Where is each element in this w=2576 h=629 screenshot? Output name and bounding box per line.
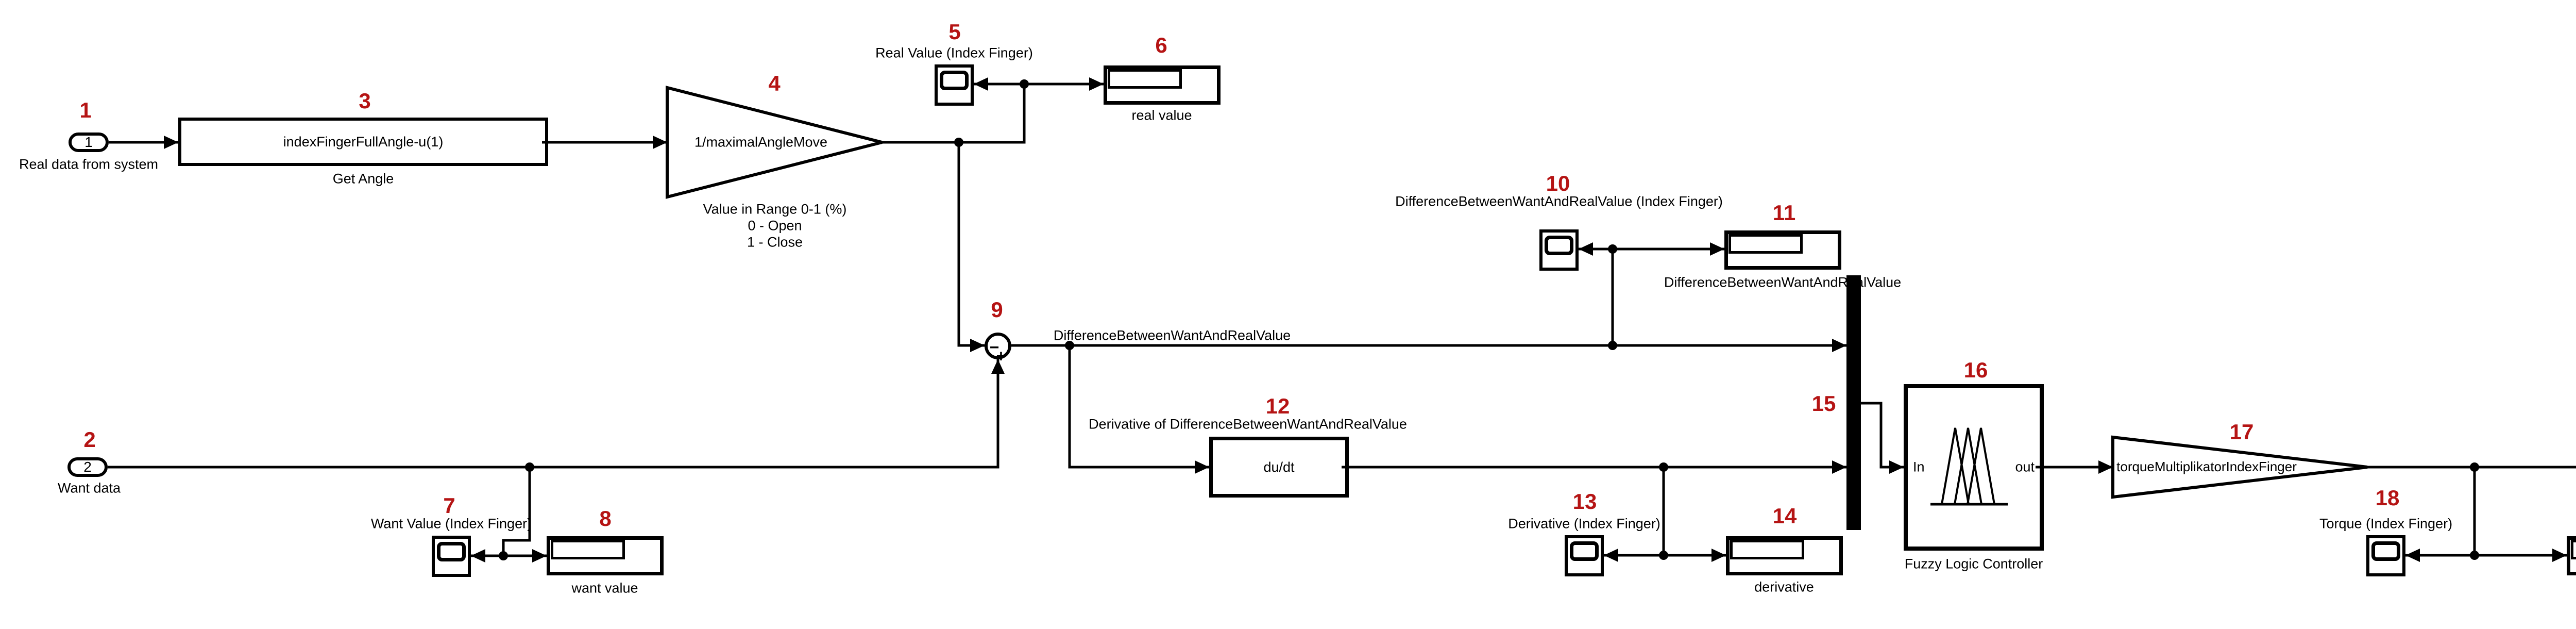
fcn-block-get-angle-caption: Get Angle (332, 171, 394, 187)
derivative-block-caption: Derivative of DifferenceBetweenWantAndRe… (1089, 416, 1407, 432)
scope-want-value-caption: Want Value (Index Finger) (370, 516, 532, 532)
wire-diff-to-dudt (1068, 345, 1209, 474)
wire-want-tap (502, 467, 531, 556)
display-value-field (1728, 234, 1803, 254)
derivative-block-label: du/dt (1263, 459, 1295, 475)
scope-torque-caption: Torque (Index Finger) (2319, 516, 2453, 532)
scope-difference[interactable] (1539, 229, 1579, 271)
fcn-block-get-angle-label: indexFingerFullAngle-u(1) (283, 134, 444, 150)
annotation-number-7: 7 (443, 493, 455, 518)
inport-want-data[interactable]: 2 (67, 457, 108, 477)
annotation-number-4: 4 (768, 71, 781, 95)
scope-real-value-caption: Real Value (Index Finger) (875, 45, 1033, 61)
display-difference-caption: DifferenceBetweenWantAndRealValue (1664, 274, 1902, 290)
annotation-number-9: 9 (991, 297, 1003, 322)
derivative-block[interactable]: du/dt (1209, 437, 1349, 498)
scope-real-value[interactable] (935, 64, 974, 106)
sum-block[interactable]: − + (985, 333, 1011, 366)
gain-normalize-caption-2: 0 - Open (748, 218, 802, 234)
scope-icon (1570, 541, 1599, 561)
gain-normalize-caption-3: 1 - Close (747, 234, 803, 250)
fuzzy-logic-controller-caption: Fuzzy Logic Controller (1904, 556, 2043, 572)
wire-real-to-sum (957, 142, 985, 352)
annotation-number-2: 2 (83, 427, 96, 452)
junction-dots (499, 79, 2479, 560)
scope-icon (1545, 236, 1573, 255)
annotation-number-15: 15 (1811, 391, 1836, 416)
gain-normalize-label: 1/maximalAngleMove (694, 134, 828, 150)
annotation-number-13: 13 (1572, 489, 1597, 514)
membership-functions-icon (1930, 427, 2008, 506)
annotation-number-6: 6 (1155, 33, 1167, 57)
sum-plus-sign: + (996, 346, 1006, 366)
gain-normalize-caption-1: Value in Range 0-1 (%) (703, 201, 847, 217)
scope-difference-caption: DifferenceBetweenWantAndRealValue (Index… (1395, 193, 1723, 209)
wire-label-difference: DifferenceBetweenWantAndRealValue (1053, 327, 1291, 343)
inport-real-data-number: 1 (84, 134, 93, 150)
annotation-number-5: 5 (948, 20, 961, 44)
display-torque[interactable] (2567, 536, 2576, 575)
annotation-number-11: 11 (1772, 201, 1796, 225)
display-difference[interactable] (1724, 230, 1841, 270)
gain-torque-label: torqueMultiplikatorIndexFinger (2116, 459, 2297, 475)
display-real-value[interactable] (1104, 65, 1221, 105)
annotation-number-16: 16 (1963, 358, 1988, 382)
sum-minus-sign: − (989, 338, 999, 357)
annotation-number-8: 8 (599, 506, 612, 531)
annotation-number-17: 17 (2229, 420, 2254, 444)
fuzzy-out-port-label: out (2015, 459, 2035, 475)
inport-want-data-caption: Want data (57, 480, 121, 496)
annotation-number-14: 14 (1772, 504, 1797, 528)
mux-block[interactable] (1846, 275, 1861, 530)
display-derivative[interactable] (1726, 536, 1843, 575)
display-value-field (551, 540, 625, 559)
display-want-value-caption: want value (571, 580, 638, 596)
inport-want-data-number: 2 (83, 459, 92, 475)
wire-mux-to-fuzzy (1861, 402, 1904, 474)
scope-torque[interactable] (2366, 535, 2405, 576)
annotation-number-1: 1 (79, 98, 92, 122)
wire-want-to-sum (108, 359, 1005, 469)
scope-icon (437, 542, 466, 561)
annotation-number-10: 10 (1546, 171, 1570, 195)
fuzzy-in-port-label: In (1913, 459, 1925, 475)
display-value-field (1108, 69, 1182, 89)
annotation-number-18: 18 (2375, 486, 2400, 510)
display-real-value-caption: real value (1131, 107, 1192, 123)
display-want-value[interactable] (547, 536, 664, 575)
display-value-field (1730, 540, 1804, 559)
scope-derivative[interactable] (1565, 535, 1604, 576)
annotation-number-3: 3 (359, 89, 371, 113)
fcn-block-get-angle[interactable]: indexFingerFullAngle-u(1) (178, 118, 548, 166)
scope-icon (940, 71, 969, 90)
inport-real-data-caption: Real data from system (19, 156, 159, 172)
display-value-field (2571, 540, 2576, 559)
scope-want-value[interactable] (432, 536, 471, 577)
annotation-number-12: 12 (1265, 394, 1290, 418)
display-derivative-caption: derivative (1754, 579, 1814, 595)
scope-derivative-caption: Derivative (Index Finger) (1508, 516, 1660, 532)
scope-icon (2371, 541, 2400, 561)
inport-real-data[interactable]: 1 (69, 133, 109, 152)
